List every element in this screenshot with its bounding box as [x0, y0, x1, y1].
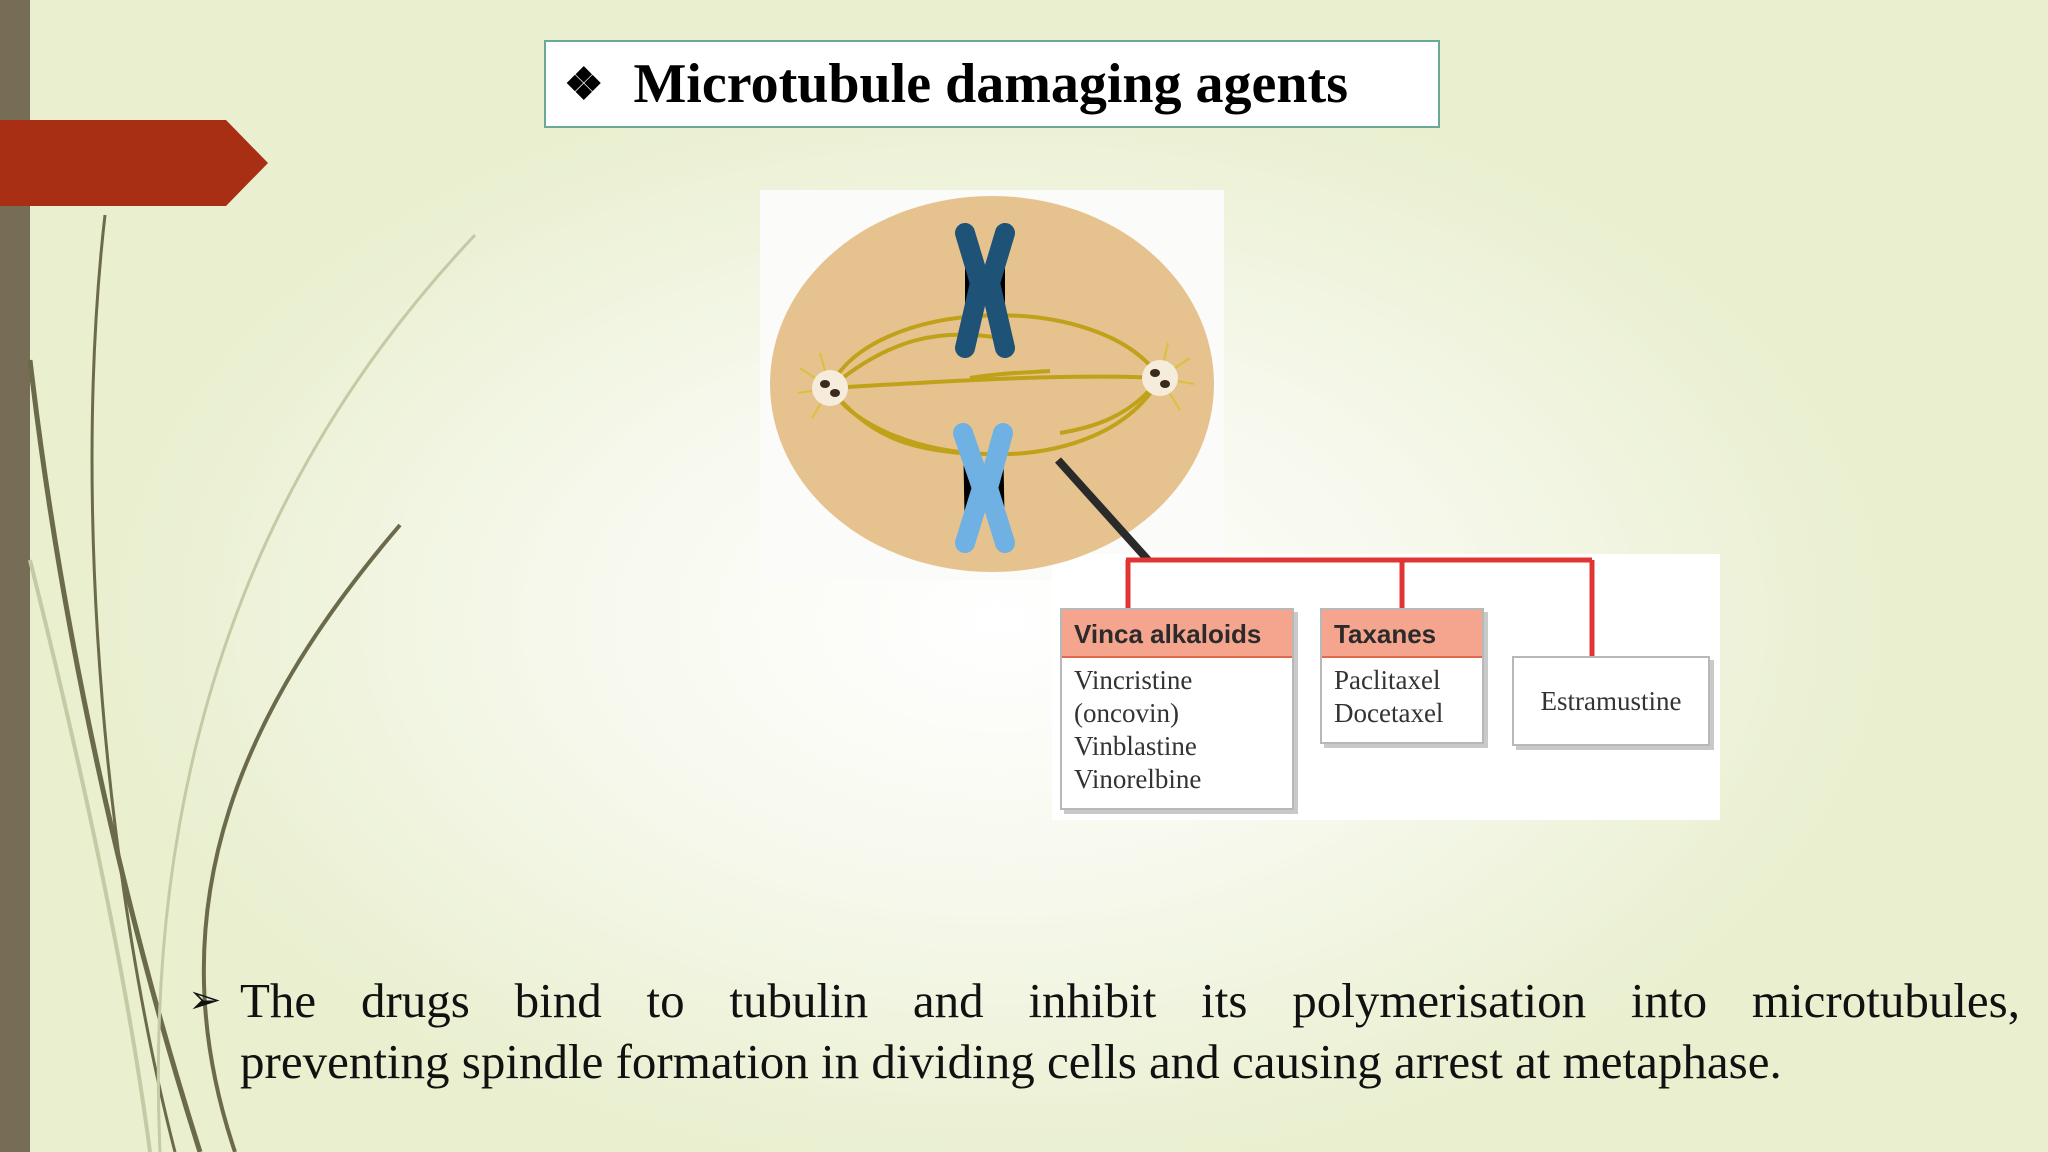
pointer-line [1055, 457, 1151, 563]
vinca-alkaloids-header: Vinca alkaloids [1062, 610, 1292, 658]
drug-item: Vincristine [1074, 665, 1193, 695]
drug-item: Estramustine [1540, 685, 1682, 716]
microtubule-diagram: Vinca alkaloids Vincristine (oncovin) Vi… [760, 188, 1720, 820]
drug-item: Paclitaxel [1334, 665, 1441, 695]
drug-item: Vinblastine [1074, 731, 1197, 761]
chromosome-light [953, 423, 1015, 553]
vinca-alkaloids-box: Vinca alkaloids Vincristine (oncovin) Vi… [1060, 608, 1294, 810]
title-box: ❖ Microtubule damaging agents [544, 40, 1440, 128]
taxanes-list: Paclitaxel Docetaxel [1322, 658, 1482, 736]
tree-connectors [1125, 557, 1595, 656]
body-line-1: The drugs bind to tubulin and inhibit it… [240, 973, 2020, 1028]
chromosome-dark [955, 223, 1015, 358]
body-line-2: preventing spindle formation in dividing… [240, 1034, 1782, 1089]
centrosome-left [812, 370, 848, 406]
red-arrow-tab [0, 120, 268, 206]
slide-title: Microtubule damaging agents [633, 53, 1348, 115]
four-diamond-bullet-icon: ❖ [564, 59, 604, 109]
taxanes-box: Taxanes Paclitaxel Docetaxel [1320, 608, 1484, 744]
vinca-alkaloids-list: Vincristine (oncovin) Vinblastine Vinore… [1062, 658, 1292, 802]
taxanes-header: Taxanes [1322, 610, 1482, 658]
swoosh-decoration [27, 214, 477, 1152]
drug-item: Vinorelbine [1074, 764, 1202, 794]
arrowhead-bullet-icon: ➢ [188, 977, 222, 1023]
estramustine-box: Estramustine [1512, 656, 1710, 746]
drug-item: (oncovin) [1074, 698, 1179, 728]
drug-item: Docetaxel [1334, 698, 1444, 728]
cell-body [770, 196, 1214, 572]
cell-illustration [770, 196, 1595, 656]
body-bullet: ➢ The drugs bind to tubulin and inhibit … [188, 970, 2020, 1092]
centrosome-right [1142, 360, 1178, 396]
